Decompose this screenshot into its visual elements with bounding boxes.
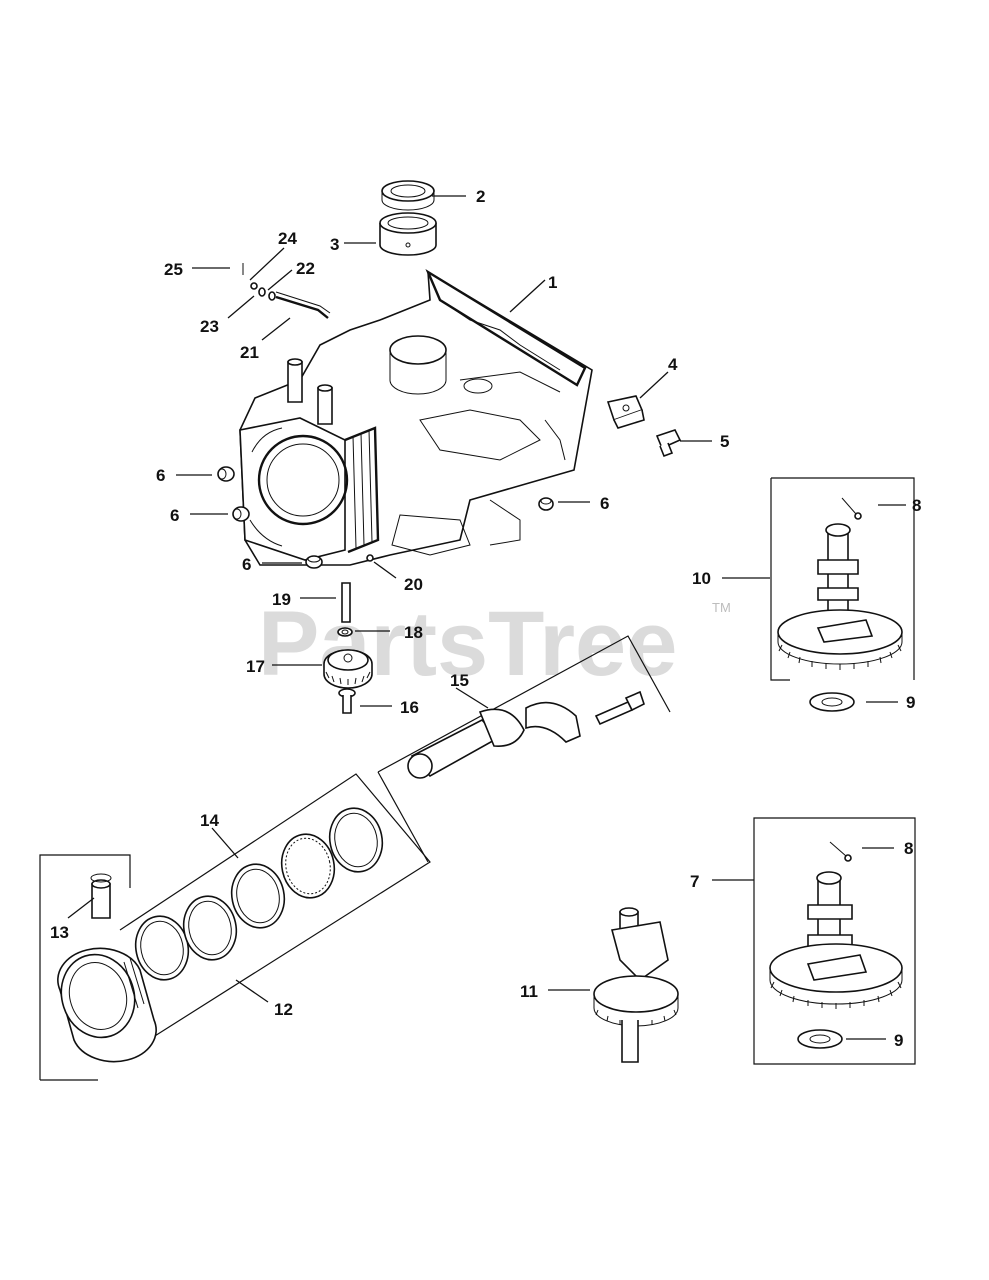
callout-6-c: 6: [242, 555, 251, 574]
dowel-bushing-b[interactable]: [232, 506, 250, 522]
callout-25: 25: [164, 260, 183, 279]
crankcase-part[interactable]: [239, 269, 593, 566]
leader-lines: [67, 195, 906, 1040]
piston-part[interactable]: [51, 945, 157, 1063]
camshaft-assembly-upper[interactable]: [777, 523, 903, 670]
crankshaft-part[interactable]: [593, 907, 679, 1063]
camshaft-assembly-lower[interactable]: [769, 871, 903, 1009]
piston-ring-2[interactable]: [178, 891, 242, 964]
plug-screw-part[interactable]: [655, 429, 682, 458]
piston-pin-part[interactable]: [90, 873, 112, 919]
callout-21: 21: [240, 343, 259, 362]
callout-8-a: 8: [912, 496, 921, 515]
watermark-trademark: TM: [712, 600, 731, 615]
callout-12: 12: [274, 1000, 293, 1019]
connecting-rod-box: [377, 635, 671, 863]
camshaft-box-upper: [770, 477, 915, 681]
callout-4: 4: [668, 355, 678, 374]
cam-washer-lower[interactable]: [797, 1029, 843, 1049]
dowel-bushing-c[interactable]: [305, 555, 323, 569]
washer-part[interactable]: [337, 627, 353, 637]
rod-cap-part[interactable]: [525, 701, 581, 743]
callout-2: 2: [476, 187, 485, 206]
callout-6-b: 6: [170, 506, 179, 525]
callout-8-b: 8: [904, 839, 913, 858]
piston-ring-1[interactable]: [130, 911, 194, 984]
piston-ring-box: [119, 773, 431, 1059]
callout-11: 11: [520, 982, 538, 1001]
callout-15: 15: [450, 671, 469, 690]
callout-22: 22: [296, 259, 315, 278]
callout-1: 1: [548, 273, 557, 292]
oil-tube-assembly[interactable]: [242, 263, 331, 319]
ball-part[interactable]: [366, 554, 374, 562]
piston-box: [39, 854, 131, 1081]
dowel-bushing-a[interactable]: [217, 466, 235, 482]
gear-bolt-part[interactable]: [338, 688, 356, 714]
piston-ring-5[interactable]: [324, 803, 388, 876]
callout-7: 7: [690, 872, 699, 891]
callout-9-a: 9: [906, 693, 915, 712]
callout-17: 17: [246, 657, 265, 676]
callout-9-b: 9: [894, 1031, 903, 1050]
piston-ring-4[interactable]: [276, 829, 340, 902]
callout-18: 18: [404, 623, 423, 642]
cam-pin-lower[interactable]: [829, 841, 852, 862]
callout-6-d: 6: [600, 494, 609, 513]
gear-shaft-part[interactable]: [341, 582, 351, 623]
callout-13: 13: [50, 923, 69, 942]
callout-6-a: 6: [156, 466, 165, 485]
callout-5: 5: [720, 432, 729, 451]
oil-pump-gear-part[interactable]: [323, 649, 373, 689]
callout-19: 19: [272, 590, 291, 609]
callout-20: 20: [404, 575, 423, 594]
bearing-sleeve-part[interactable]: [379, 212, 437, 256]
bracket-part[interactable]: [606, 395, 645, 429]
rod-bolt-part[interactable]: [594, 690, 645, 726]
camshaft-box-lower: [753, 817, 916, 1065]
cam-pin-upper[interactable]: [841, 497, 862, 520]
connecting-rod-part[interactable]: [407, 708, 525, 779]
callout-24: 24: [278, 229, 297, 248]
callout-10: 10: [692, 569, 711, 588]
callout-16: 16: [400, 698, 419, 717]
callout-23: 23: [200, 317, 219, 336]
cam-washer-upper[interactable]: [809, 692, 855, 712]
dowel-bushing-d[interactable]: [538, 497, 554, 511]
callout-3: 3: [330, 235, 339, 254]
seal-ring-part[interactable]: [381, 180, 435, 211]
callout-14: 14: [200, 811, 219, 830]
piston-ring-3[interactable]: [226, 859, 290, 932]
